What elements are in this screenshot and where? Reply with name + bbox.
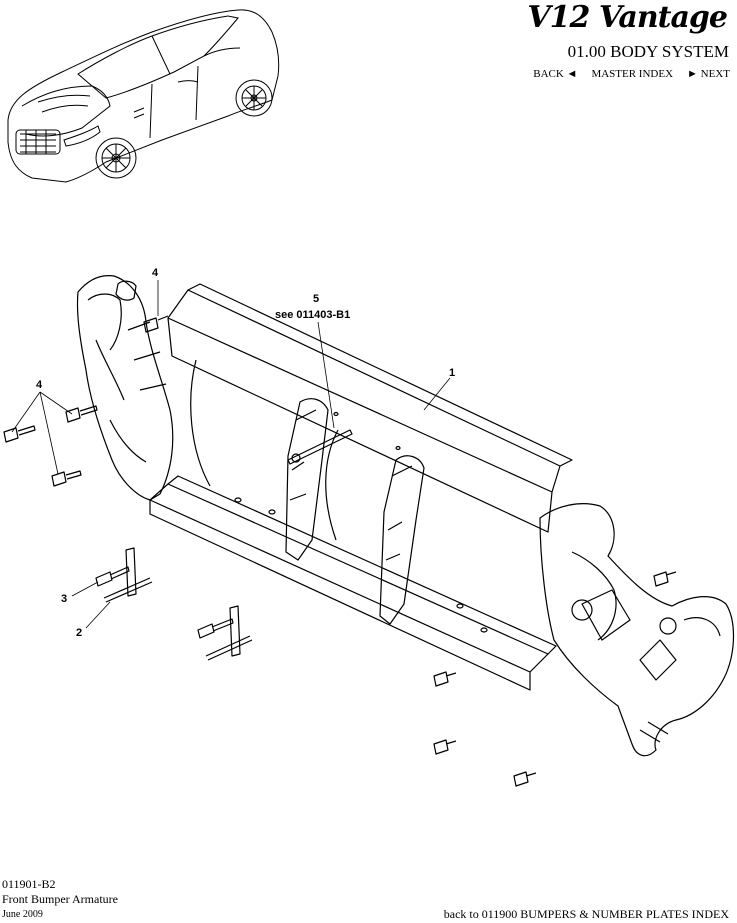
bolt-right-3 [433, 739, 457, 755]
back-to-index-link[interactable]: back to 011900 BUMPERS & NUMBER PLATES I… [443, 907, 729, 921]
bolt-top-left [143, 315, 169, 333]
master-index-link[interactable]: MASTER INDEX [591, 68, 674, 80]
center-support-right [379, 455, 425, 625]
bolt-right-4 [513, 771, 537, 787]
pin-part-5 [287, 429, 353, 465]
bolt-part-3 [95, 566, 130, 587]
part-number: 011901-B2 [2, 877, 56, 891]
bolt-right-2 [433, 671, 457, 687]
callout-5: 5 [313, 293, 319, 305]
callout-4-top: 4 [152, 267, 159, 279]
callout-2: 2 [76, 627, 82, 639]
left-side-bracket [76, 275, 174, 501]
armature-bottom-beam [149, 483, 549, 673]
car-thumbnail-illustration [7, 9, 280, 183]
bolt-left-upper [65, 405, 98, 423]
brand-logo: V12 Vantage [527, 0, 728, 35]
navigation-bar: BACK ◄ MASTER INDEX ► NEXT [533, 68, 730, 80]
bolt-left-low [51, 470, 82, 487]
publication-date: June 2009 [2, 909, 43, 920]
callout-3: 3 [61, 593, 67, 605]
part-name: Front Bumper Armature [2, 892, 118, 906]
callout-1: 1 [449, 367, 455, 379]
callout-5-reference: see 011403-B1 [275, 309, 350, 321]
section-title: 01.00 BODY SYSTEM [567, 42, 729, 61]
armature-top-beam [167, 289, 561, 493]
next-link[interactable]: ► NEXT [687, 68, 730, 80]
right-side-bracket [539, 503, 735, 757]
bolt-left-mid [3, 425, 36, 443]
part-info: 011901-B2 Front Bumper Armature June 200… [2, 877, 118, 922]
mounting-plate-lower [229, 605, 241, 657]
front-bumper-armature-diagram: 1 2 3 4 4 5 see 011403-B1 [3, 267, 735, 787]
back-link[interactable]: BACK ◄ [533, 68, 578, 80]
mounting-plate-upper [125, 547, 137, 597]
callout-4-left: 4 [36, 379, 43, 391]
bolt-right-1 [653, 571, 677, 587]
center-support-left [285, 398, 329, 561]
